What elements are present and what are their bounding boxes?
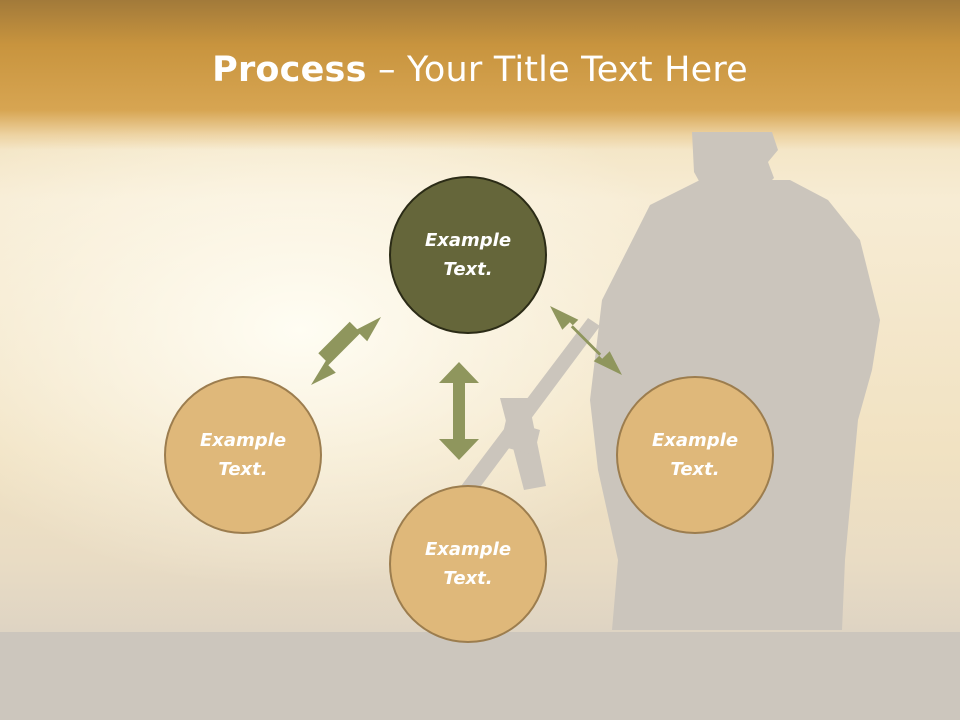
diagram-node-bottom: Example Text. — [389, 485, 547, 643]
diagram-node-right: Example Text. — [616, 376, 774, 534]
arrow-top-left — [311, 317, 381, 385]
arrow-vertical — [439, 362, 479, 460]
node-left-text: Example Text. — [199, 430, 287, 480]
node-top-text: Example Text. — [424, 230, 512, 280]
title-dash: – — [366, 50, 407, 90]
node-bottom-text: Example Text. — [424, 539, 512, 589]
node-right-text: Example Text. — [651, 430, 739, 480]
slide-title: Process – Your Title Text Here — [0, 50, 960, 90]
title-band — [0, 0, 960, 150]
ground — [0, 632, 960, 720]
diagram-node-top: Example Text. — [389, 176, 547, 334]
arrow-top-right — [550, 306, 622, 375]
title-rest: Your Title Text Here — [406, 50, 748, 90]
title-bold: Process — [212, 50, 367, 90]
diagram-node-left: Example Text. — [164, 376, 322, 534]
